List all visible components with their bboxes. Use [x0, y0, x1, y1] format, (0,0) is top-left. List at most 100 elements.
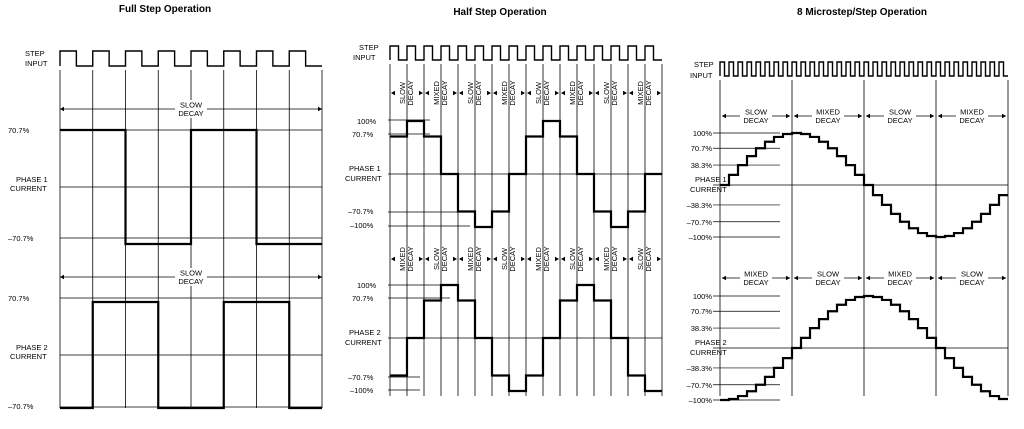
- step-label: STEP: [25, 49, 45, 58]
- phase1-current-waveform: [60, 128, 322, 246]
- arrow-head: [425, 90, 429, 96]
- decay-label: DECAY: [440, 80, 449, 105]
- level-label: –70.7%: [687, 381, 713, 390]
- phase1-current-waveform: [720, 131, 1008, 239]
- level-label: –70.7%: [348, 373, 374, 382]
- panel-title: Half Step Operation: [453, 7, 546, 18]
- phase-label: CURRENT: [345, 174, 382, 183]
- decay-label: DECAY: [610, 246, 619, 271]
- level-label: –70.7%: [687, 218, 713, 227]
- level-label: –70.7%: [348, 207, 374, 216]
- arrow-head: [555, 256, 559, 262]
- level-label: –100%: [350, 221, 374, 230]
- decay-label: MIXED: [432, 81, 441, 105]
- decay-label: DECAY: [542, 246, 551, 271]
- decay-label: DECAY: [815, 116, 840, 125]
- decay-label: SLOW: [398, 81, 407, 104]
- microstep-panel: 8 Microstep/Step OperationSTEPINPUTSLOWD…: [687, 7, 1009, 405]
- phase-label: PHASE 1: [349, 164, 381, 173]
- arrow-head: [595, 256, 599, 262]
- level-label: 70.7%: [352, 294, 374, 303]
- decay-label: MIXED: [744, 270, 768, 279]
- phase-label: CURRENT: [690, 185, 727, 194]
- level-label: –38.3%: [687, 364, 713, 373]
- arrow-head: [786, 275, 790, 281]
- decay-label-bg: [884, 269, 916, 287]
- level-label: 70.7%: [8, 126, 30, 135]
- decay-label: MIXED: [960, 108, 984, 117]
- half-step-panel: Half Step OperationSTEPINPUT100%70.7%PHA…: [345, 7, 663, 396]
- decay-label-bg: [175, 268, 207, 286]
- arrow-head: [521, 256, 525, 262]
- arrow-head: [938, 275, 942, 281]
- decay-label: SLOW: [889, 108, 912, 117]
- arrow-head: [1002, 113, 1006, 119]
- arrow-head: [595, 90, 599, 96]
- arrow-head: [453, 90, 457, 96]
- arrow-head: [629, 90, 633, 96]
- decay-label: SLOW: [180, 101, 203, 110]
- decay-label: DECAY: [474, 80, 483, 105]
- arrow-head: [318, 274, 322, 280]
- arrow-head: [858, 113, 862, 119]
- level-label: 38.3%: [691, 324, 713, 333]
- decay-label: SLOW: [534, 81, 543, 104]
- level-label: 70.7%: [691, 307, 713, 316]
- decay-label: SLOW: [568, 247, 577, 270]
- decay-label: DECAY: [178, 109, 203, 118]
- arrow-head: [722, 275, 726, 281]
- arrow-head: [60, 106, 64, 112]
- arrow-head: [493, 90, 497, 96]
- level-label: 70.7%: [691, 144, 713, 153]
- arrow-head: [1002, 275, 1006, 281]
- decay-label: DECAY: [743, 116, 768, 125]
- arrow-head: [629, 256, 633, 262]
- phase-label: PHASE 1: [695, 175, 727, 184]
- decay-label: DECAY: [178, 277, 203, 286]
- arrow-head: [657, 256, 661, 262]
- arrow-head: [589, 256, 593, 262]
- arrow-head: [493, 256, 497, 262]
- decay-label: MIXED: [636, 81, 645, 105]
- decay-label: DECAY: [959, 116, 984, 125]
- arrow-head: [459, 90, 463, 96]
- decay-label: DECAY: [644, 246, 653, 271]
- arrow-head: [555, 90, 559, 96]
- arrow-head: [60, 274, 64, 280]
- decay-label: SLOW: [432, 247, 441, 270]
- decay-label-bg: [740, 269, 772, 287]
- arrow-head: [858, 275, 862, 281]
- decay-label: MIXED: [602, 247, 611, 271]
- arrow-head: [794, 113, 798, 119]
- arrow-head: [453, 256, 457, 262]
- decay-label: SLOW: [466, 81, 475, 104]
- decay-label: DECAY: [743, 278, 768, 287]
- arrow-head: [938, 113, 942, 119]
- decay-label: SLOW: [745, 108, 768, 117]
- arrow-head: [527, 90, 531, 96]
- step-label: INPUT: [25, 59, 48, 68]
- panel-title: Full Step Operation: [119, 4, 211, 15]
- level-label: –100%: [689, 233, 713, 242]
- decay-label: SLOW: [636, 247, 645, 270]
- decay-label: MIXED: [466, 247, 475, 271]
- arrow-head: [561, 90, 565, 96]
- phase-label: CURRENT: [10, 352, 47, 361]
- decay-label: MIXED: [398, 247, 407, 271]
- decay-label-bg: [175, 100, 207, 118]
- phase-label: PHASE 2: [349, 328, 381, 337]
- level-label: –70.7%: [8, 402, 34, 411]
- arrow-head: [527, 256, 531, 262]
- arrow-head: [786, 113, 790, 119]
- arrow-head: [722, 113, 726, 119]
- decay-label-bg: [812, 107, 844, 125]
- decay-label: SLOW: [602, 81, 611, 104]
- arrow-head: [487, 256, 491, 262]
- decay-label: DECAY: [508, 246, 517, 271]
- step-input-waveform: [59, 50, 322, 67]
- level-label: 100%: [357, 117, 377, 126]
- level-label: –100%: [689, 396, 713, 405]
- arrow-head: [794, 275, 798, 281]
- decay-label-bg: [956, 107, 988, 125]
- decay-label: DECAY: [440, 246, 449, 271]
